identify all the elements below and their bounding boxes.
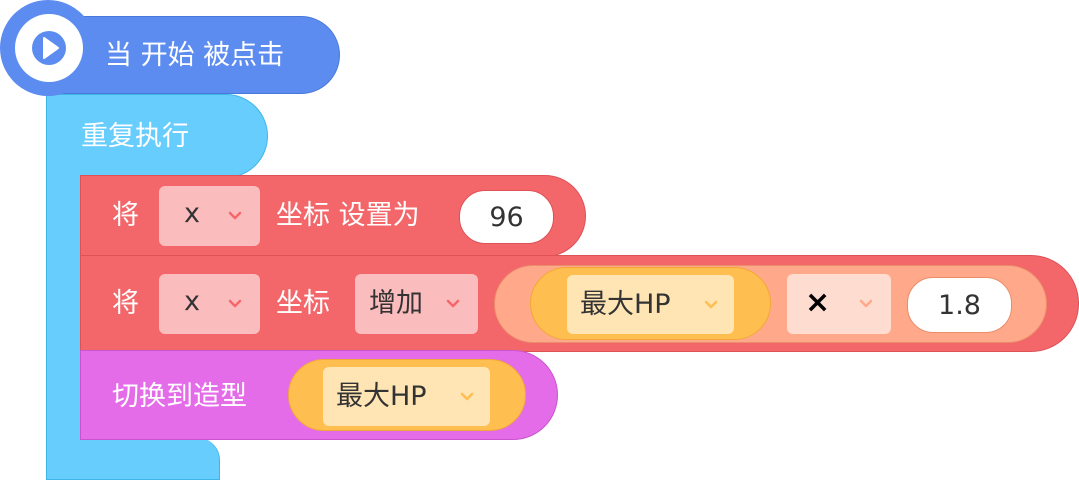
set-x-value-input[interactable]: 96: [459, 190, 554, 244]
max-hp-dropdown[interactable]: 最大HP: [567, 275, 734, 334]
operator-dropdown[interactable]: ×: [787, 274, 891, 334]
change-x-var-label: x: [184, 286, 200, 317]
hat-label: 当 开始 被点击: [105, 40, 285, 71]
set-x-middle: 坐标 设置为: [276, 200, 420, 231]
change-op-dropdown[interactable]: 增加: [355, 274, 478, 334]
set-x-var-label: x: [184, 198, 200, 229]
change-op-label: 增加: [369, 288, 423, 319]
chevron-down-icon: [704, 300, 718, 309]
play-icon: [15, 14, 83, 82]
chevron-down-icon: [446, 299, 460, 308]
change-x-var-dropdown[interactable]: x: [159, 274, 260, 334]
repeat-block-arm: [46, 160, 80, 480]
repeat-label: 重复执行: [81, 121, 189, 152]
repeat-block[interactable]: [46, 94, 268, 178]
chevron-down-icon: [460, 392, 474, 401]
costume-max-hp-label: 最大HP: [336, 381, 427, 412]
repeat-block-foot: [46, 438, 220, 480]
change-x-prefix: 将: [112, 288, 139, 319]
multiplier-value-input[interactable]: 1.8: [907, 277, 1012, 333]
costume-max-hp-dropdown[interactable]: 最大HP: [323, 367, 490, 426]
switch-costume-label: 切换到造型: [112, 381, 247, 412]
max-hp-label: 最大HP: [580, 289, 671, 320]
chevron-down-icon: [859, 299, 873, 308]
change-x-middle: 坐标: [276, 288, 330, 319]
chevron-down-icon: [228, 299, 242, 308]
chevron-down-icon: [228, 211, 242, 220]
set-x-prefix: 将: [112, 200, 139, 231]
operator-label: ×: [805, 285, 831, 320]
set-x-var-dropdown[interactable]: x: [159, 186, 260, 246]
